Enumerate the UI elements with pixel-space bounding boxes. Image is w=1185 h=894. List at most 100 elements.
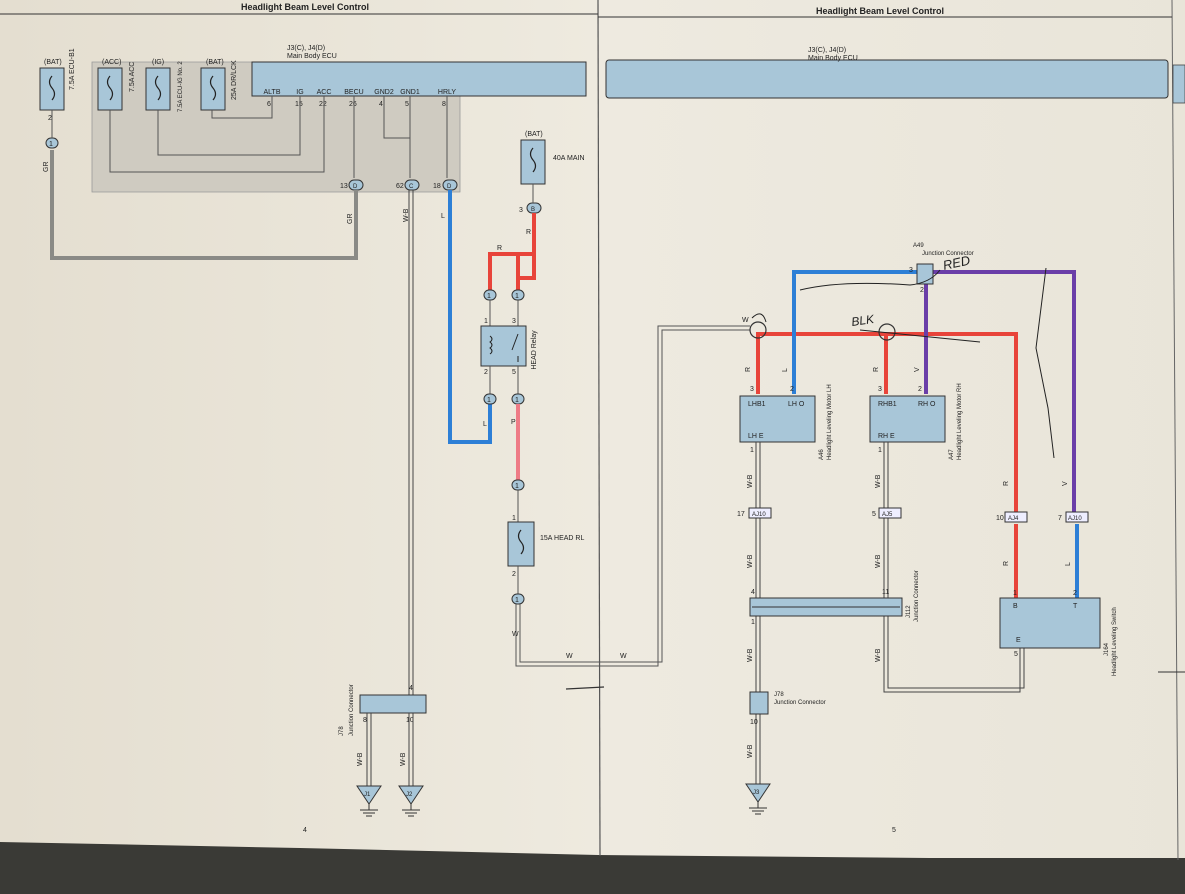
ecu-pin-number: 26	[349, 101, 357, 108]
inline-connector-aj10-sw: 7 AJ10	[1058, 511, 1089, 523]
svg-text:LH O: LH O	[788, 401, 805, 408]
svg-text:LH E: LH E	[748, 433, 764, 440]
ecu-internal-wires	[109, 96, 448, 178]
svg-text:A47: A47	[949, 449, 955, 460]
svg-text:W-B: W-B	[357, 752, 364, 766]
wire-v-label-rh: V	[914, 367, 921, 372]
page-break-mark	[565, 686, 605, 690]
ground-j2: J2	[398, 785, 424, 817]
title-left: Headlight Beam Level Control	[241, 2, 369, 12]
svg-text:Headlight Leveling Switch: Headlight Leveling Switch	[1112, 607, 1118, 676]
fuse-head-rl: 1 15A HEAD RL 2 1	[507, 490, 584, 605]
ecu-connector-label-right: J3(C), J4(D)	[808, 47, 846, 54]
svg-text:Junction Connector: Junction Connector	[922, 251, 974, 257]
page-fold	[597, 0, 601, 857]
wire-r-label-sw1: R	[1003, 481, 1010, 486]
svg-text:2: 2	[48, 115, 52, 122]
ecu-pin-number: 6	[267, 101, 271, 108]
svg-text:7.5A ACC: 7.5A ACC	[129, 62, 136, 92]
svg-text:1: 1	[1013, 590, 1017, 597]
wire-r-label-sw2: R	[1003, 561, 1010, 566]
leveling-switch: 1 2 B T E 5 J164 Headlight Leveling Swit…	[999, 590, 1118, 676]
svg-text:1: 1	[487, 293, 491, 300]
page-number-right: 5	[892, 827, 896, 834]
handwriting-red: RED	[942, 253, 972, 273]
ecu-pin-name: GND2	[374, 89, 394, 96]
wire-l-right	[792, 270, 1079, 598]
svg-text:B: B	[1013, 603, 1018, 610]
svg-text:W-B: W-B	[400, 752, 407, 766]
wire-v	[924, 270, 1076, 512]
svg-text:RH E: RH E	[878, 433, 895, 440]
svg-text:AJ4: AJ4	[1008, 516, 1019, 522]
inline-connector-aj4: 10 AJ4	[996, 511, 1028, 523]
svg-text:Junction Connector: Junction Connector	[349, 684, 355, 736]
svg-text:L: L	[441, 213, 445, 220]
svg-text:W-B: W-B	[747, 474, 754, 488]
svg-text:W: W	[566, 653, 573, 660]
svg-text:5: 5	[1014, 651, 1018, 658]
svg-text:3: 3	[909, 267, 913, 274]
wire-gr: 1 GR GR	[43, 110, 358, 260]
ecu-bottom-connector-62: 62 C	[396, 179, 420, 191]
svg-text:(BAT): (BAT)	[44, 59, 62, 66]
svg-text:(ACC): (ACC)	[102, 59, 121, 66]
ecu-pin-number: 8	[442, 101, 446, 108]
svg-text:2: 2	[484, 369, 488, 376]
svg-text:D: D	[447, 184, 452, 190]
svg-text:J112: J112	[906, 605, 912, 618]
ecu-pin-number: 15	[295, 101, 303, 108]
svg-text:E: E	[1016, 637, 1021, 644]
ecu-pin-name: BECU	[344, 89, 363, 96]
svg-text:J164: J164	[1104, 642, 1110, 656]
svg-text:3: 3	[878, 386, 882, 393]
svg-text:W-B: W-B	[747, 744, 754, 758]
svg-text:10: 10	[996, 515, 1004, 522]
svg-text:17: 17	[737, 511, 745, 518]
svg-text:Headlight Leveling Motor RH: Headlight Leveling Motor RH	[957, 383, 963, 460]
junction-j78-left: 4 8 10 J78 Junction Connector	[339, 684, 427, 736]
svg-text:10: 10	[750, 719, 758, 726]
svg-text:W-B: W-B	[875, 554, 882, 568]
ecu-bar-left	[251, 61, 587, 97]
svg-text:W-B: W-B	[403, 208, 410, 222]
svg-text:GR: GR	[43, 162, 50, 173]
ecu-pin-name: ALTB	[264, 89, 281, 96]
wire-l-hrly: L L	[441, 190, 492, 444]
svg-text:1: 1	[515, 597, 519, 604]
ecu-name-label-right: Main Body ECU	[808, 55, 858, 62]
wire-r-label-2: R	[497, 245, 502, 252]
relay-connectors-bottom: 1 1	[483, 366, 525, 405]
svg-text:J2: J2	[406, 792, 413, 798]
svg-text:W: W	[512, 631, 519, 638]
wire-w: W W W W	[512, 317, 750, 667]
page-number-left: 4	[303, 827, 307, 834]
wires-to-ground-left: W-B W-B	[357, 713, 414, 786]
svg-text:HEAD Relay: HEAD Relay	[531, 330, 538, 370]
svg-text:62: 62	[396, 183, 404, 190]
svg-text:AJ5: AJ5	[882, 512, 893, 518]
svg-text:A46: A46	[819, 449, 825, 460]
svg-text:D: D	[353, 184, 358, 190]
svg-text:7.5A ECU-IG No. 2: 7.5A ECU-IG No. 2	[178, 61, 184, 112]
svg-text:1: 1	[751, 619, 755, 626]
wires-wb-right: W-B W-B W-B W-B W-B W-B W-B	[747, 442, 1025, 784]
ecu-pin-number: 5	[405, 101, 409, 108]
svg-text:W: W	[742, 317, 749, 324]
svg-text:LHB1: LHB1	[748, 401, 766, 408]
svg-text:W-B: W-B	[875, 648, 882, 662]
wire-r-label-rh: R	[873, 367, 880, 372]
svg-text:1: 1	[512, 515, 516, 522]
junction-j112: 4 11 1 J112 Junction Connector	[749, 570, 920, 626]
svg-text:10: 10	[406, 717, 414, 724]
svg-text:1: 1	[515, 483, 519, 490]
motor-lh: 3 2 LHB1 LH O LH E A46 Headlight Levelin…	[739, 384, 833, 460]
svg-text:3: 3	[519, 207, 523, 214]
svg-text:7.5A ECU-B1: 7.5A ECU-B1	[69, 48, 76, 90]
wire-r-relay-feed	[488, 213, 536, 290]
svg-text:Headlight Leveling Motor LH: Headlight Leveling Motor LH	[827, 384, 833, 460]
splice-lh	[749, 321, 767, 339]
svg-text:Junction Connector: Junction Connector	[914, 570, 920, 622]
svg-text:1: 1	[750, 447, 754, 454]
